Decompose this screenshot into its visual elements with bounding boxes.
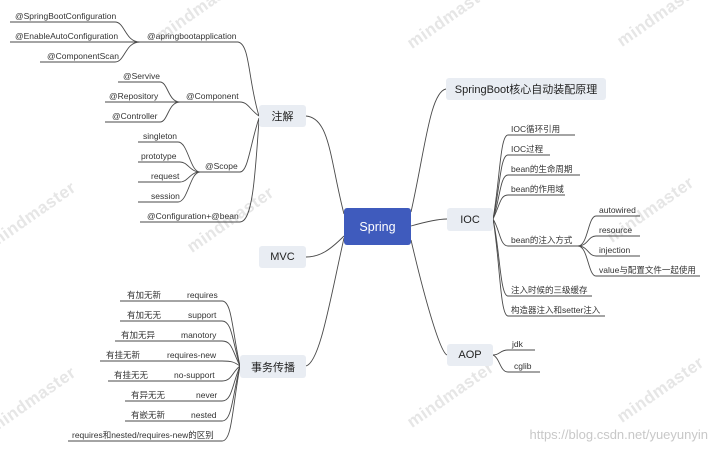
node-session[interactable]: session	[151, 191, 180, 201]
injection-item[interactable]: injection	[599, 245, 631, 255]
node-servive[interactable]: @Servive	[123, 71, 160, 81]
injection-item[interactable]: resource	[599, 225, 633, 235]
node-springbootconfiguration[interactable]: @SpringBootConfiguration	[15, 11, 117, 21]
branch-transaction[interactable]: 事务传播	[240, 355, 306, 378]
tx-desc[interactable]: 有嵌无新	[131, 410, 166, 420]
tx-desc[interactable]: 有挂无无	[114, 370, 149, 380]
branch-ioc[interactable]: IOC	[447, 208, 493, 231]
tx-name[interactable]: nested	[191, 410, 217, 420]
tx-name[interactable]: never	[196, 390, 218, 400]
tx-desc[interactable]: 有加无异	[121, 330, 156, 340]
center-node-spring[interactable]: Spring	[344, 208, 411, 245]
branch-annotations[interactable]: 注解	[259, 105, 306, 127]
aop-item[interactable]: cglib	[514, 361, 532, 371]
node-configuration-bean[interactable]: @Configuration+@bean	[147, 211, 239, 221]
node-singleton[interactable]: singleton	[143, 131, 178, 141]
branch-aop[interactable]: AOP	[447, 344, 493, 366]
branch-springboot-principle[interactable]: SpringBoot核心自动装配原理	[446, 78, 606, 100]
node-prototype[interactable]: prototype	[141, 151, 177, 161]
tx-desc[interactable]: 有挂无新	[106, 350, 141, 360]
tx-name[interactable]: requires-new	[167, 350, 217, 360]
tx-desc[interactable]: 有加无新	[127, 290, 162, 300]
tx-name[interactable]: requires	[187, 290, 218, 300]
tx-desc[interactable]: 有异无无	[131, 390, 166, 400]
node-request[interactable]: request	[151, 171, 180, 181]
node-componentscan[interactable]: @ComponentScan	[47, 51, 119, 61]
aop-item[interactable]: jdk	[512, 339, 523, 349]
injection-item[interactable]: autowired	[599, 205, 636, 215]
source-url: https://blog.csdn.net/yueyunyin	[529, 427, 708, 442]
ioc-item[interactable]: IOC循环引用	[511, 124, 561, 134]
ioc-item[interactable]: bean的生命周期	[511, 164, 573, 174]
tx-name[interactable]: no-support	[174, 370, 215, 380]
node-repository[interactable]: @Repository	[109, 91, 159, 101]
tx-name[interactable]: support	[188, 310, 217, 320]
ioc-item[interactable]: 构造器注入和setter注入	[511, 305, 601, 315]
ioc-item[interactable]: 注入时候的三级缓存	[511, 285, 588, 295]
tx-name[interactable]: manotory	[181, 330, 217, 340]
node-springbootapplication[interactable]: @apringbootapplication	[147, 31, 237, 41]
ioc-injection[interactable]: bean的注入方式	[511, 235, 573, 245]
ioc-item[interactable]: IOC过程	[511, 144, 544, 154]
tx-difference[interactable]: requires和nested/requires-new的区别	[72, 430, 214, 440]
injection-item[interactable]: value与配置文件一起使用	[599, 265, 696, 275]
node-component[interactable]: @Component	[186, 91, 239, 101]
node-controller[interactable]: @Controller	[112, 111, 158, 121]
node-enableautoconfiguration[interactable]: @EnableAutoConfiguration	[15, 31, 119, 41]
node-scope[interactable]: @Scope	[205, 161, 238, 171]
ioc-item[interactable]: bean的作用域	[511, 184, 564, 194]
branch-mvc[interactable]: MVC	[259, 246, 306, 268]
tx-desc[interactable]: 有加无无	[127, 310, 162, 320]
